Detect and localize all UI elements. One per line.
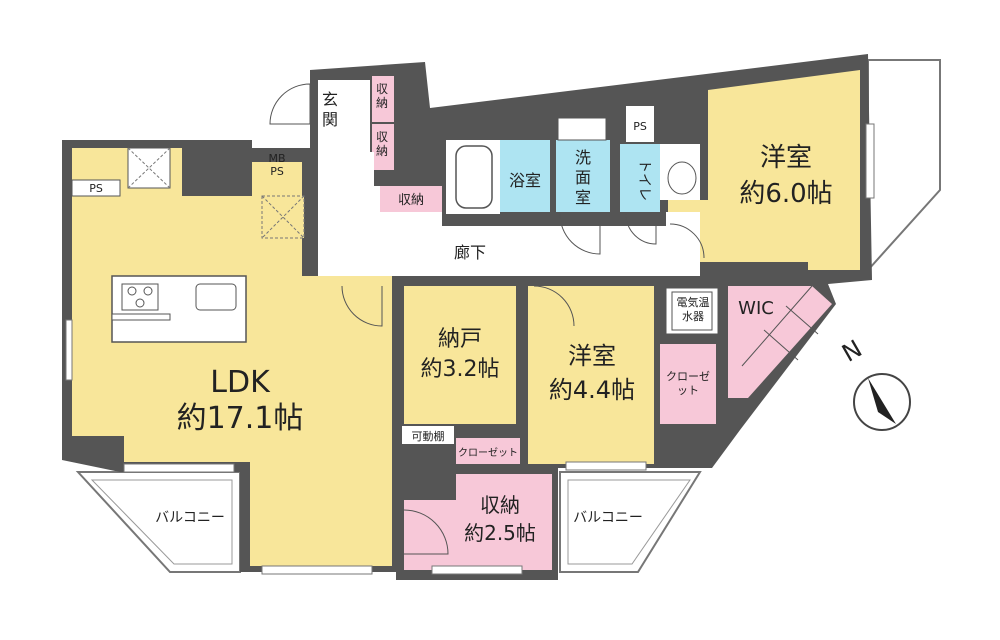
ldk-size: 約17.1帖 [177, 401, 304, 436]
storage-1-label: 収納 [376, 82, 389, 110]
ps-right-label: PS [633, 120, 647, 133]
toilet-label: トイレ [636, 159, 652, 201]
burner-icon-2 [143, 286, 153, 296]
mb-ps-label: MB PS [268, 152, 286, 178]
washroom [556, 140, 610, 212]
western1-size: 約6.0帖 [739, 179, 832, 209]
western-room-2 [528, 286, 654, 464]
stove-icon [121, 283, 159, 311]
wic-shelf-2 [763, 329, 799, 361]
closet-small [456, 438, 520, 464]
closet-small-label: クローゼット [458, 447, 518, 459]
shelf-box [402, 426, 454, 444]
wic-shelf-3 [785, 305, 819, 335]
shelf-label: 可動棚 [412, 429, 445, 443]
storage-big [404, 474, 552, 570]
corridor [318, 152, 700, 276]
balcony-left-inner [90, 479, 233, 565]
door-toilet [625, 213, 657, 245]
window-western2 [565, 461, 647, 471]
washroom-label: 洗面室 [575, 148, 592, 207]
storage-2-label: 収納 [376, 130, 389, 158]
compass-needle-icon [868, 378, 896, 424]
western2-size: 約4.4帖 [549, 376, 635, 404]
western-room-1 [668, 70, 860, 270]
closet-western-label: クローゼット [666, 370, 710, 397]
window-storage-bottom [431, 565, 523, 575]
western2-name: 洋室 [568, 342, 616, 370]
storage-3 [380, 186, 442, 212]
wic-shelf [741, 285, 813, 367]
door-storage-big [403, 509, 449, 555]
compass-label: N [837, 334, 867, 367]
nando-size: 約3.2帖 [421, 357, 500, 382]
ps-right-box [626, 106, 654, 142]
western1-name: 洋室 [760, 143, 812, 173]
duct-center [261, 195, 305, 239]
window-ldk-balcony [123, 463, 235, 473]
bath-label: 浴室 [509, 171, 541, 190]
corridor-label: 廊下 [454, 243, 486, 262]
window-ldk-bottom [261, 565, 373, 575]
counter-edge [111, 313, 171, 321]
window-western1 [865, 123, 875, 199]
burner-icon-3 [135, 298, 145, 308]
storage-2 [372, 124, 394, 170]
bathtub-icon [455, 145, 493, 209]
entrance-label: 玄関 [322, 90, 339, 129]
toilet [620, 144, 660, 212]
nando-room [404, 286, 516, 424]
duct-left [127, 147, 171, 189]
ldk-name: LDK [210, 365, 271, 400]
closet-western [660, 344, 716, 424]
burner-icon [127, 286, 137, 296]
door-washroom [559, 213, 601, 255]
storage-big-name: 収納 [480, 493, 520, 517]
water-heater-inner [671, 291, 713, 331]
nando-name: 納戸 [438, 327, 482, 352]
ps-left-box [71, 179, 121, 197]
compass [853, 373, 911, 431]
wic-room [728, 286, 832, 398]
storage-1 [372, 76, 394, 122]
sink-icon [195, 283, 237, 311]
ldk-room [72, 162, 392, 566]
balcony-top-right [867, 59, 941, 273]
entrance-floor [318, 80, 370, 152]
balcony-right-inner [567, 479, 691, 565]
door-western1 [669, 223, 705, 259]
water-heater-label: 電気温水器 [676, 296, 710, 323]
ps-left-label: PS [89, 182, 103, 195]
balcony-left-label: バルコニー [155, 510, 225, 526]
storage-3-label: 収納 [398, 193, 424, 208]
toilet-icon [667, 161, 697, 195]
door-western2 [533, 285, 575, 327]
door-entrance [269, 83, 311, 125]
window-ldk-left [65, 319, 73, 381]
balcony-right [559, 471, 702, 573]
washbasin-icon [557, 117, 607, 141]
storage-big-size: 約2.5帖 [464, 521, 536, 545]
bathroom [500, 140, 550, 212]
balcony-right-label: バルコニー [573, 510, 643, 526]
wic-label: WIC [738, 298, 774, 319]
door-ldk [341, 285, 383, 327]
